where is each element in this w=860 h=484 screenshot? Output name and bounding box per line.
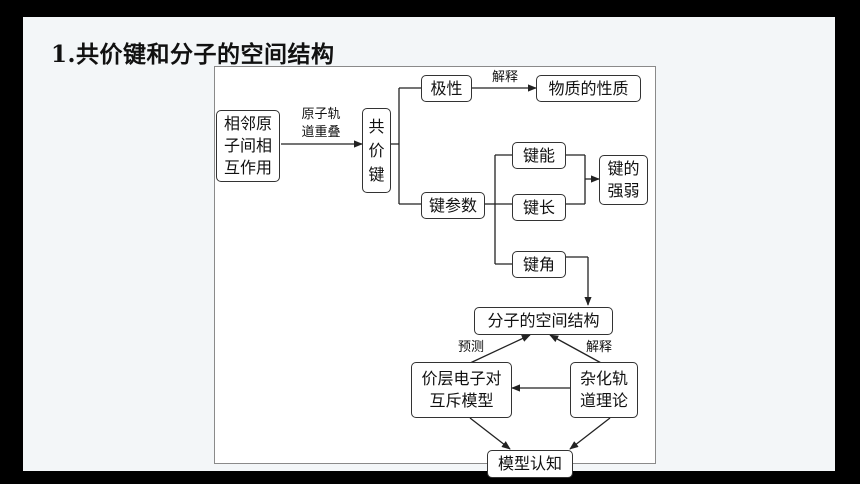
- node-substance-properties: 物质的性质: [536, 75, 641, 102]
- node-model-cognition: 模型认知: [487, 450, 573, 478]
- node-bond-parameters: 键参数: [421, 192, 485, 219]
- node-bond-energy: 键能: [512, 142, 566, 169]
- connector-lines: [281, 84, 611, 450]
- node-molecular-structure: 分子的空间结构: [474, 307, 613, 335]
- label-predict: 预测: [457, 340, 484, 355]
- slide: 1.共价键和分子的空间结构: [22, 16, 836, 478]
- node-vsepr-model: 价层电子对 互斥模型: [411, 362, 512, 418]
- node-polarity: 极性: [421, 75, 472, 102]
- node-bond-angle: 键角: [512, 251, 566, 278]
- label-explain-bottom: 解释: [585, 340, 612, 355]
- node-hybrid-orbital-theory: 杂化轨 道理论: [570, 362, 638, 418]
- slide-title: 1.共价键和分子的空间结构: [51, 41, 335, 68]
- label-explain-top: 解释: [491, 70, 518, 85]
- arrow-hybrid-explain: [549, 334, 604, 365]
- node-covalent-bond: 共 价 键: [362, 108, 391, 193]
- node-bond-strength: 键的 强弱: [599, 155, 648, 205]
- arrow-vsepr-predict: [467, 334, 531, 365]
- label-orbital-overlap: 原子轨 道重叠: [301, 107, 341, 140]
- top-bar: [0, 0, 860, 16]
- concept-map-panel: 相邻原 子间相 互作用 共 价 键 极性 物质的性质 键参数 键能 键长 键角 …: [214, 66, 656, 478]
- arrow-hybrid-to-model: [569, 417, 611, 450]
- node-bond-length: 键长: [512, 194, 566, 221]
- arrow-vsepr-to-model: [469, 417, 511, 450]
- node-adjacent-atoms: 相邻原 子间相 互作用: [216, 110, 280, 182]
